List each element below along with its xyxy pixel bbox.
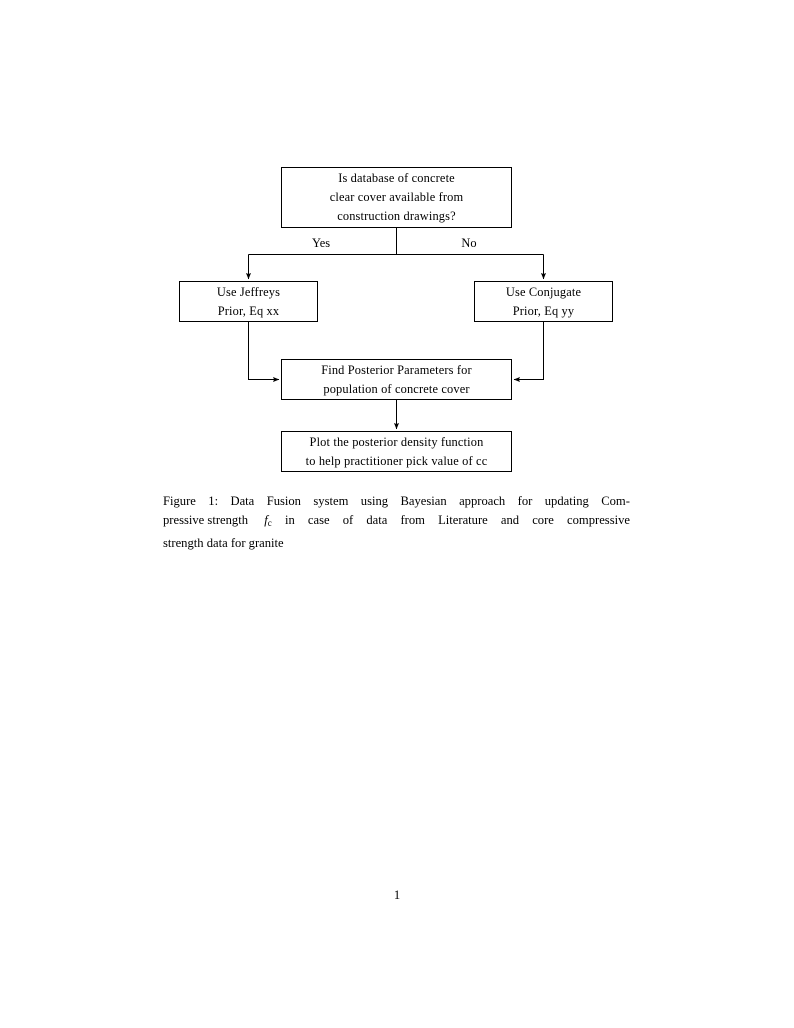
caption-word: in (284, 513, 295, 528)
edge-label-yes: Yes (311, 236, 331, 250)
node-text-line: Plot the posterior density function (309, 434, 484, 449)
caption-word: updating (544, 494, 589, 508)
caption-fragment: pressive strength (163, 513, 252, 528)
caption-word: case (307, 513, 330, 528)
caption-word: Literature (438, 513, 488, 528)
math-base: f (264, 513, 268, 528)
process-node-plot-posterior-density: Plot the posterior density function to h… (281, 431, 512, 472)
page-number: 1 (393, 888, 401, 902)
node-text-line: clear cover available from (329, 190, 464, 204)
figure-caption: Figure 1: Data Fusion system using Bayes… (163, 492, 630, 553)
node-text-line: Use Conjugate (505, 284, 582, 299)
caption-line-2: pressive strength fc in case of data fro… (163, 511, 630, 533)
edge-jeffreys-to-posterior (248, 322, 280, 383)
caption-word: Figure (163, 494, 196, 508)
caption-word: system (313, 494, 349, 508)
caption-word: Fusion (266, 494, 301, 508)
node-text-line: to help practitioner pick value of cc (305, 453, 488, 468)
caption-word: data (366, 513, 388, 528)
node-text-line: Find Posterior Parameters for (321, 362, 472, 377)
node-text-line: population of concrete cover (323, 381, 470, 396)
edge-conjugate-to-posterior (513, 322, 544, 383)
caption-word: of (342, 513, 354, 528)
process-node-jeffreys-prior: Use Jeffreys Prior, Eq xx (179, 281, 318, 322)
node-text-line: Use Jeffreys (216, 284, 281, 299)
caption-word: using (360, 494, 389, 508)
node-text-line: Is database of concrete (338, 171, 455, 185)
math-subscript: c (267, 518, 272, 529)
caption-word: compressive (567, 513, 630, 528)
figure-1-flowchart: Is database of concrete clear cover avai… (0, 0, 794, 490)
caption-word: Data (230, 494, 255, 508)
process-node-find-posterior-parameters: Find Posterior Parameters for population… (281, 359, 512, 400)
decision-node-database-available: Is database of concrete clear cover avai… (281, 167, 512, 228)
caption-word: Bayesian (400, 494, 447, 508)
caption-word: 1: (208, 494, 219, 508)
caption-word: core (532, 513, 554, 528)
caption-word: Com- (601, 494, 630, 508)
node-text-line: Prior, Eq xx (217, 303, 280, 318)
caption-word: from (400, 513, 425, 528)
caption-line-1: Figure 1: Data Fusion system using Bayes… (163, 492, 630, 511)
math-symbol-fc: fc (264, 511, 272, 533)
edge-label-no: No (461, 236, 477, 250)
caption-word: and (500, 513, 520, 528)
node-text-line: construction drawings? (337, 209, 456, 223)
node-text-line: Prior, Eq yy (512, 303, 575, 318)
process-node-conjugate-prior: Use Conjugate Prior, Eq yy (474, 281, 613, 322)
caption-word: approach (459, 494, 506, 508)
caption-word: for (517, 494, 533, 508)
flowchart-connectors (245, 228, 547, 430)
caption-line-3: strength data for granite (163, 535, 284, 550)
